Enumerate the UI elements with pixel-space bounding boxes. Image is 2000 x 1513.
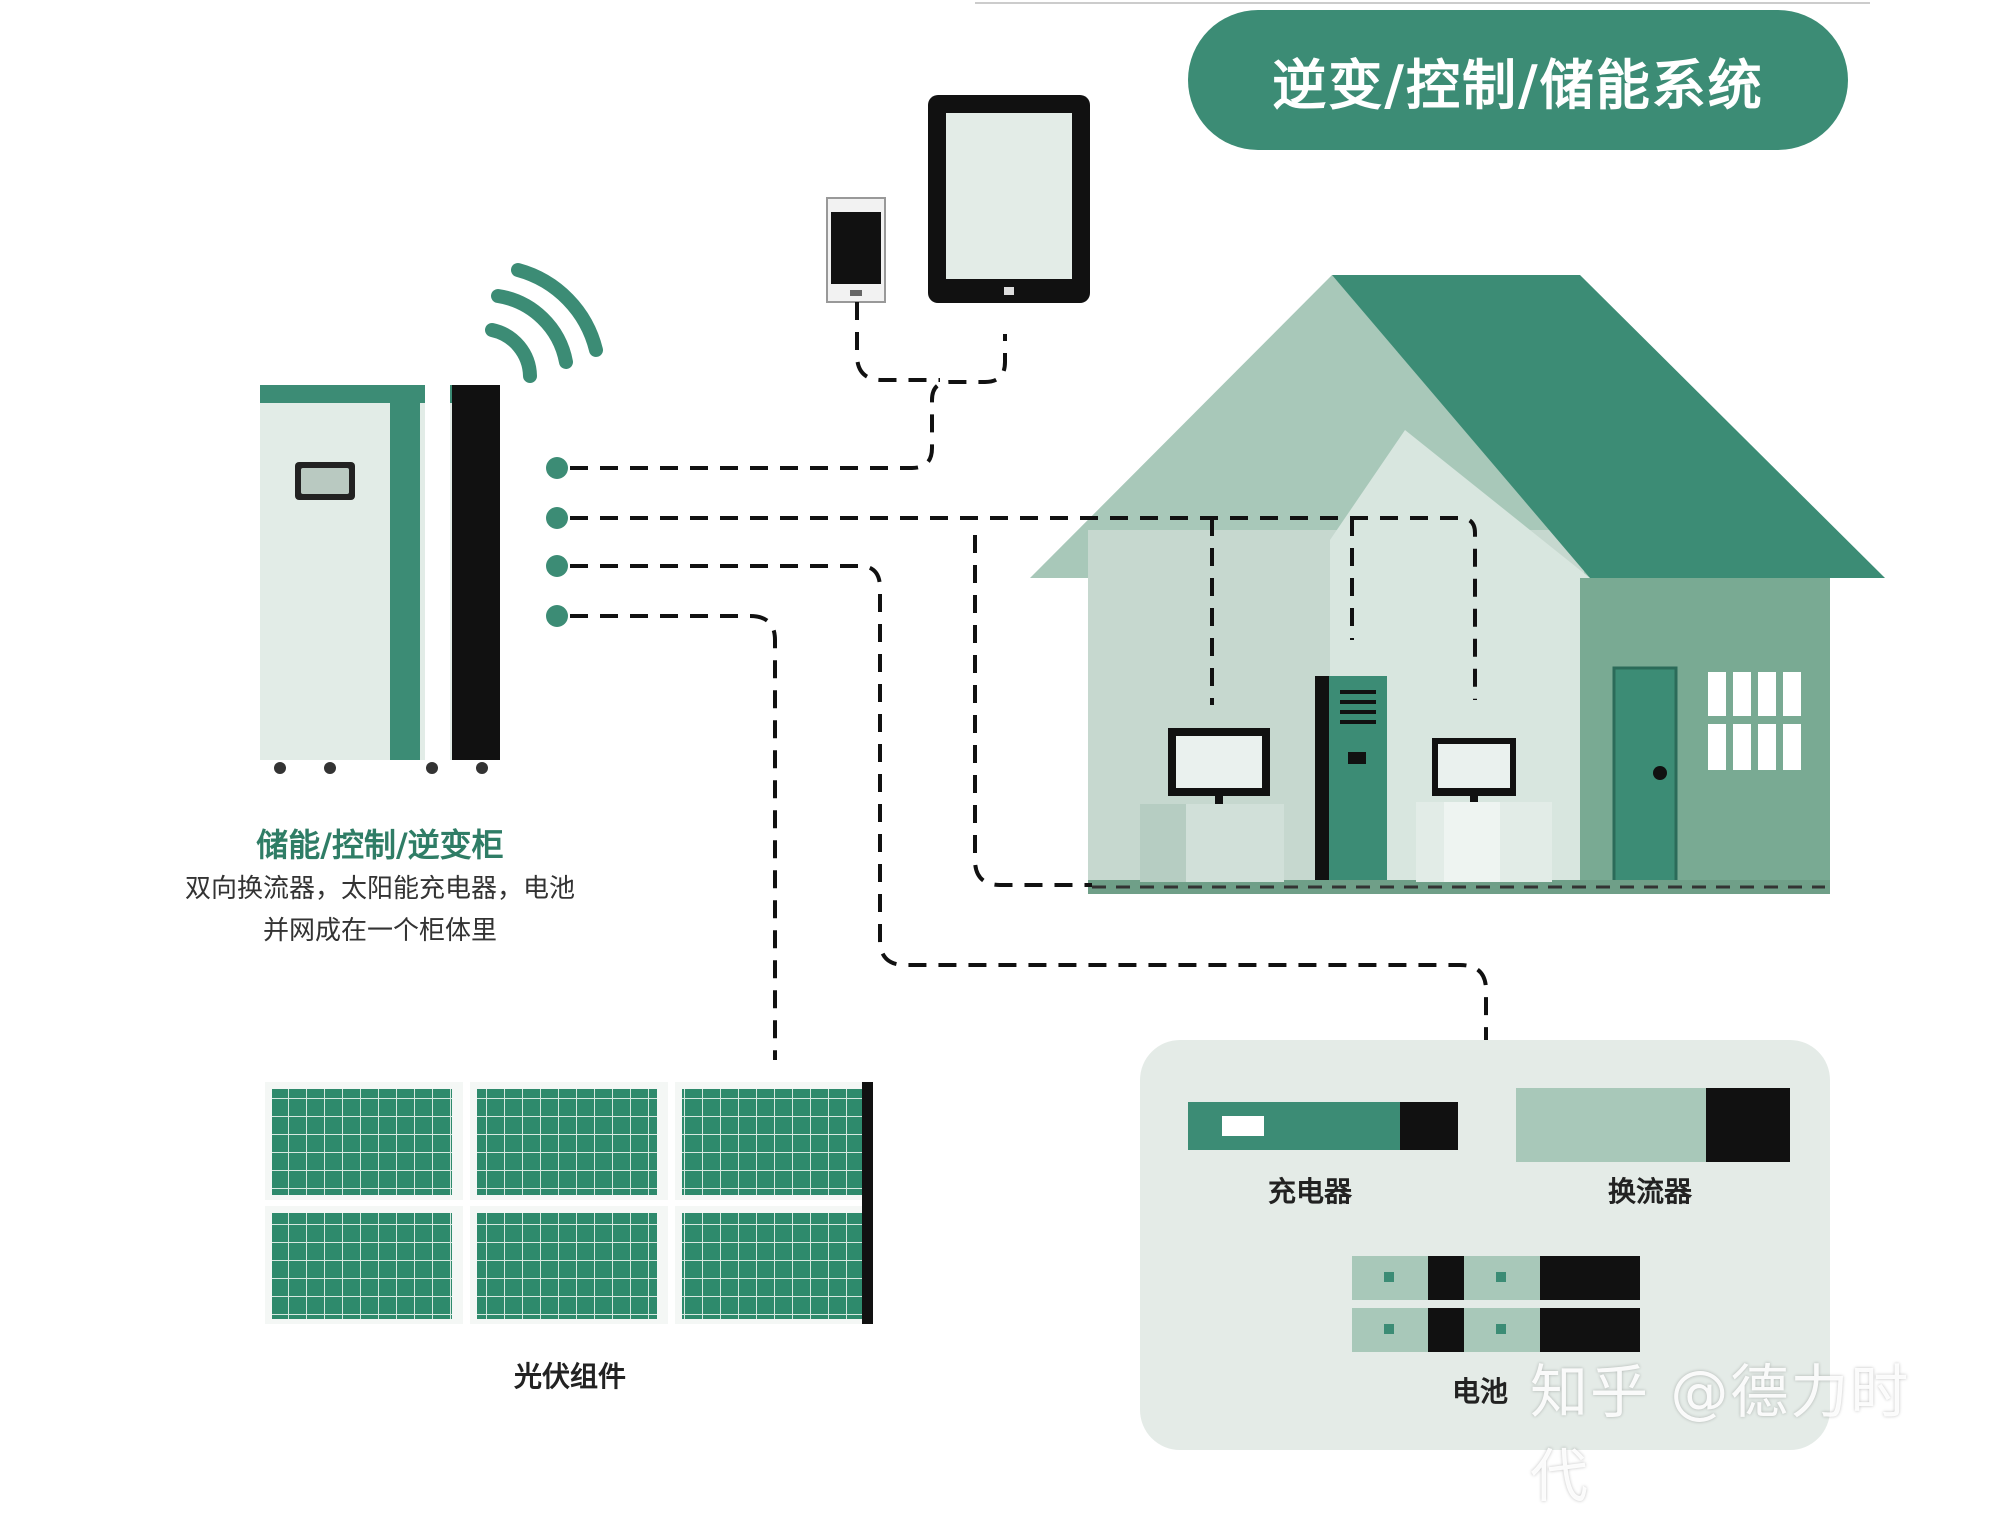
solar-panel-array — [265, 1082, 873, 1324]
cabinet-description: 双向换流器，太阳能充电器，电池 并网成在一个柜体里 — [130, 868, 630, 952]
system-diagram — [260, 2, 1885, 1450]
solar-panel-icon — [470, 1082, 668, 1200]
inverter-label: 换流器 — [1607, 1175, 1692, 1208]
window-icon — [1704, 668, 1806, 774]
pv-label: 光伏组件 — [513, 1360, 626, 1393]
wifi-icon — [485, 263, 603, 383]
connection-ports — [546, 457, 568, 627]
solar-panel-icon — [675, 1206, 873, 1324]
tablet-icon — [928, 95, 1090, 303]
storage-cabinet — [260, 385, 500, 774]
charger-unit — [1188, 1102, 1458, 1150]
wiring — [570, 302, 1488, 1060]
cabinet-feet — [274, 762, 488, 774]
server-rack-icon — [1315, 676, 1387, 880]
watermark: 知乎 @德力时代 — [1530, 1358, 1911, 1510]
solar-panel-icon — [675, 1082, 873, 1200]
solar-panel-icon — [265, 1082, 463, 1200]
monitor-icon — [1416, 738, 1552, 882]
house — [1030, 275, 1885, 894]
cabinet-description-line2: 并网成在一个柜体里 — [262, 916, 497, 946]
solar-panel-icon — [265, 1206, 463, 1324]
monitor-icon — [1140, 728, 1284, 882]
storage-box — [1140, 1040, 1830, 1450]
inverter-unit — [1516, 1088, 1790, 1162]
cabinet-title: 储能/控制/逆变柜 — [256, 826, 504, 864]
battery-label: 电池 — [1451, 1375, 1508, 1408]
phone-icon — [826, 197, 886, 303]
battery-pack — [1352, 1256, 1640, 1352]
charger-label: 充电器 — [1267, 1175, 1352, 1208]
door-icon — [1612, 666, 1678, 884]
system-title: 逆变/控制/储能系统 — [1188, 10, 1848, 150]
cabinet-description-line1: 双向换流器，太阳能充电器，电池 — [184, 874, 575, 904]
solar-panel-icon — [470, 1206, 668, 1324]
